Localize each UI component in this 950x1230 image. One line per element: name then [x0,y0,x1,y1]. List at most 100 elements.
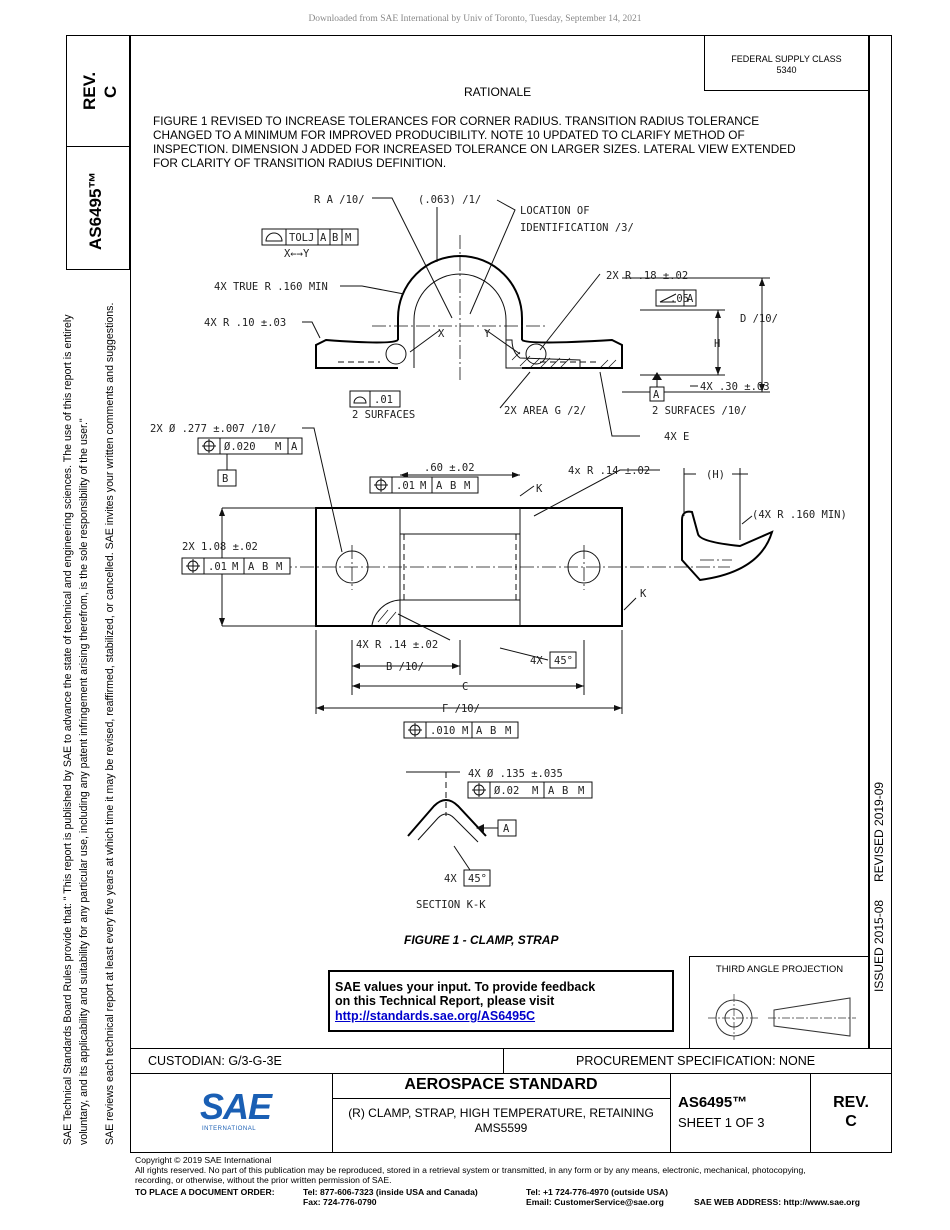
third-angle-box [689,956,870,1049]
document-title-line-2: AMS5599 [474,1121,528,1135]
label-pos01a-a: A [436,480,443,492]
label-r14b: 4X R .14 ±.02 [356,639,438,651]
sae-logo-sub: INTERNATIONAL [202,1126,257,1132]
label-datum-b: B [222,473,228,485]
procurement: PROCUREMENT SPECIFICATION: NONE [576,1054,816,1068]
label-pos02-m: M [532,785,538,797]
label-k2: K [640,588,647,600]
footer-web: SAE WEB ADDRESS: http://www.sae.org [694,1197,860,1207]
label-pos01a-bm: M [464,480,470,492]
label-pos010: .010 [430,725,455,737]
custodian: CUSTODIAN: G/3-G-3E [148,1054,282,1068]
label-location1: LOCATION OF [520,205,590,217]
technical-drawing: R A /10/ (.063) /1/ LOCATION OF IDENTIFI… [150,194,847,911]
label-45b: 45° [468,873,487,885]
rationale-heading: RATIONALE [464,85,532,99]
footer-rights-1: All rights reserved. No part of this pub… [135,1165,806,1175]
label-pos020-m: M [275,441,281,453]
label-flat01: .01 [374,394,393,406]
label-pos01b-b: B [262,561,268,573]
label-location2: IDENTIFICATION /3/ [520,222,634,234]
label-pos01a: .01 [396,480,415,492]
label-4x-45: 4X [530,655,543,667]
figure-caption: FIGURE 1 - CLAMP, STRAP [404,933,559,947]
label-section-kk: SECTION K-K [416,899,486,911]
federal-supply-value: 5340 [776,65,797,75]
section-kk [406,771,593,887]
side-view [261,197,770,437]
label-pos01b-a: A [248,561,255,573]
label-y: Y [484,328,491,340]
feedback-box [328,970,674,1032]
document-title-line-1: (R) CLAMP, STRAP, HIGH TEMPERATURE, RETA… [348,1106,654,1120]
label-x: X [438,328,445,340]
rationale-line-1: FIGURE 1 REVISED TO INCREASE TOLERANCES … [153,114,760,128]
label-area-g: 2X AREA G /2/ [504,405,586,417]
label-ang-a: A [687,293,694,305]
feedback-line-2: on this Technical Report, please visit [335,994,555,1008]
label-tolj-b: B [332,232,338,244]
label-pos02-a: A [548,785,555,797]
feedback-line-1: SAE values your input. To provide feedba… [335,980,596,994]
left-docnum-box [66,146,130,270]
title-doc-number: AS6495™ [678,1094,748,1111]
custodian-divider [503,1048,505,1074]
title-block-mid-divider [670,1074,672,1153]
label-pos02-bm: M [578,785,584,797]
label-pos010-bm: M [505,725,511,737]
label-b10: B /10/ [386,661,424,673]
label-pos02-b: B [562,785,568,797]
footer-copyright: Copyright © 2019 SAE International [135,1155,272,1165]
label-pos020: Ø.020 [224,441,256,453]
label-r10: 4X R .10 ±.03 [204,317,286,329]
label-pos01b-m: M [232,561,238,573]
rationale-line-4: FOR CLARITY OF TRANSITION RADIUS DEFINIT… [153,156,447,170]
title-block-heading-underline [332,1098,670,1100]
label-h-paren: (H) [706,469,725,481]
label-dim60: .60 ±.02 [424,462,475,474]
third-angle-label: THIRD ANGLE PROJECTION [715,964,844,975]
label-pos01b: .01 [208,561,227,573]
footer-rights-2: recording, or otherwise, without the pri… [135,1175,392,1185]
label-pos01a-b: B [450,480,456,492]
label-dim108: 2X 1.08 ±.02 [182,541,258,553]
sheet-number: SHEET 1 OF 3 [678,1115,765,1130]
label-pos01b-bm: M [276,561,282,573]
download-notice: Downloaded from SAE International by Uni… [308,14,642,24]
custodian-row [130,1048,892,1074]
feedback-link[interactable]: http://standards.sae.org/AS6495C [335,1009,536,1023]
label-f10: F /10/ [442,703,480,715]
third-angle-symbol [708,994,856,1040]
label-ra: R A /10/ [314,194,365,206]
footer-email: Email: CustomerService@sae.org [526,1197,664,1207]
label-two-surfaces: 2 SURFACES [352,409,415,421]
label-pos01a-m: M [420,480,426,492]
label-xy-arrow: X←→Y [284,248,310,260]
label-section-a: A [503,823,510,835]
label-r18: 2X R .18 ±.02 [606,270,688,282]
aerospace-standard-heading: AEROSPACE STANDARD [404,1076,598,1093]
label-two-surfaces10: 2 SURFACES /10/ [652,405,747,417]
label-tolj-a: A [320,232,327,244]
federal-supply-label: FEDERAL SUPPLY CLASS [731,54,842,64]
label-pos010-b: B [490,725,496,737]
label-ang05: .05 [670,293,689,305]
label-pos020-a: A [291,441,298,453]
right-strip-divider [868,35,870,1048]
label-4x-45b: 4X [444,873,457,885]
label-c: C [462,681,468,693]
label-063: (.063) /1/ [418,194,481,206]
title-rev-value: C [845,1113,857,1130]
label-hole277: 2X Ø .277 ±.007 /10/ [150,423,276,435]
label-pos010-m: M [462,725,468,737]
footer-tel-usa: Tel: 877-606-7323 (inside USA and Canada… [303,1187,478,1197]
rationale-line-2: CHANGED TO A MINIMUM FOR IMPROVED PRODUC… [153,128,745,142]
label-r14a: 4x R .14 ±.02 [568,465,650,477]
rationale-line-3: INSPECTION. DIMENSION J ADDED FOR INCREA… [153,142,796,156]
sae-logo: SAE [200,1086,272,1127]
footer-order-label: TO PLACE A DOCUMENT ORDER: [135,1187,275,1197]
label-h: H [714,338,720,350]
label-r160: (4X R .160 MIN) [752,509,847,521]
label-hole135: 4X Ø .135 ±.035 [468,768,563,780]
federal-supply-box [704,35,869,91]
